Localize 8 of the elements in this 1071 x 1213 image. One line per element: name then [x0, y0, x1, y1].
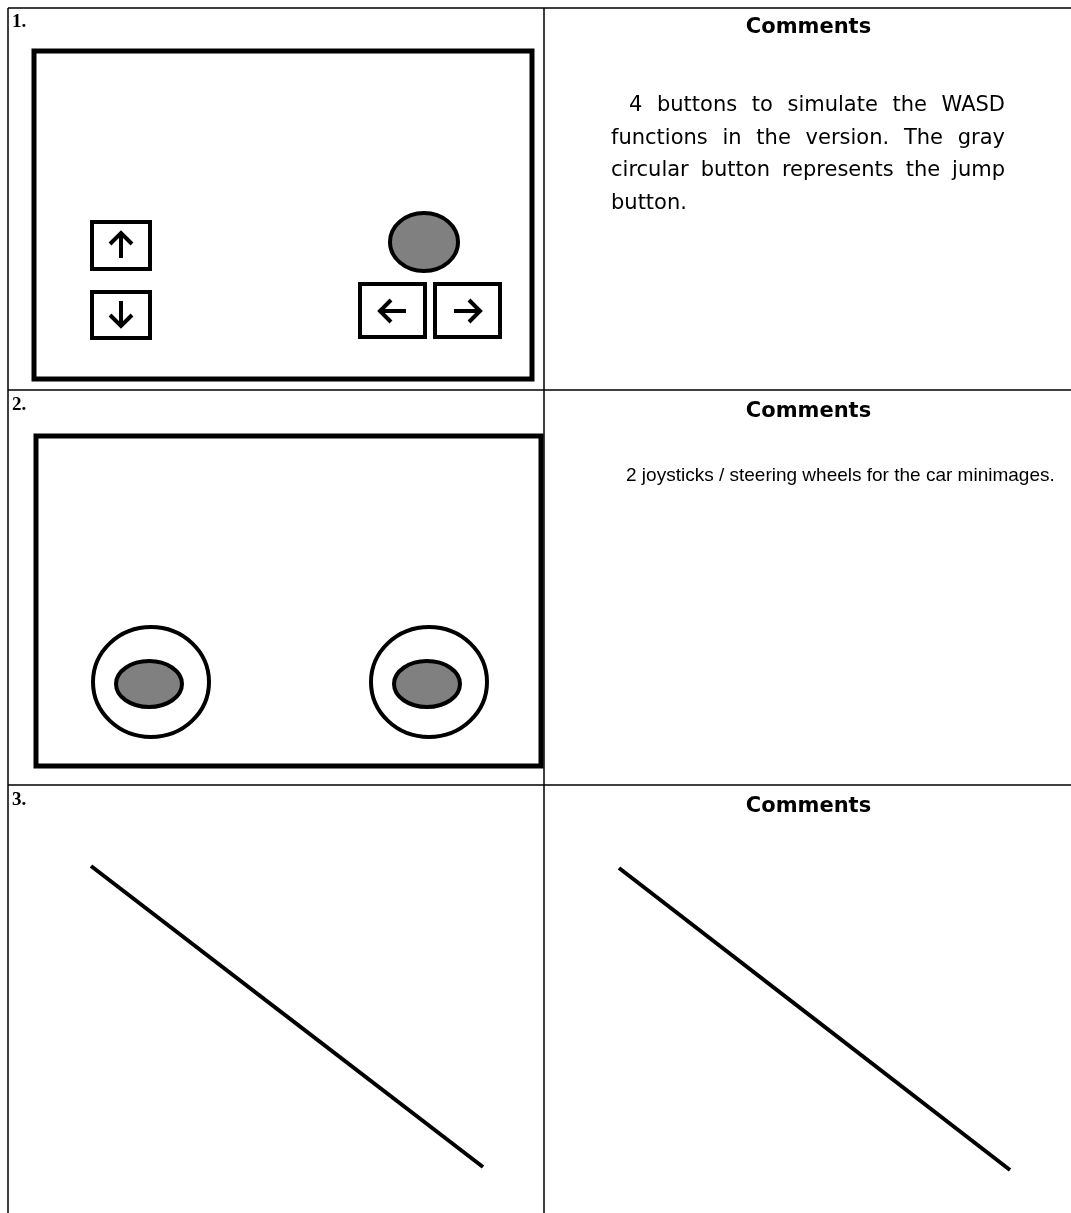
- comment-text: 4 buttons to simulate the WASD functions in the version. The gray circular button represents the jump button.: [611, 91, 1005, 216]
- column-heading: Comments: [744, 398, 873, 422]
- comment-text: 2 joysticks / steering wheels for the car minimages.: [625, 463, 1056, 487]
- column-heading: Comments: [744, 793, 873, 817]
- row-number: 1.: [12, 10, 28, 32]
- row-number: 2.: [12, 393, 28, 415]
- column-heading: Comments: [744, 14, 873, 38]
- row-number: 3.: [12, 788, 28, 810]
